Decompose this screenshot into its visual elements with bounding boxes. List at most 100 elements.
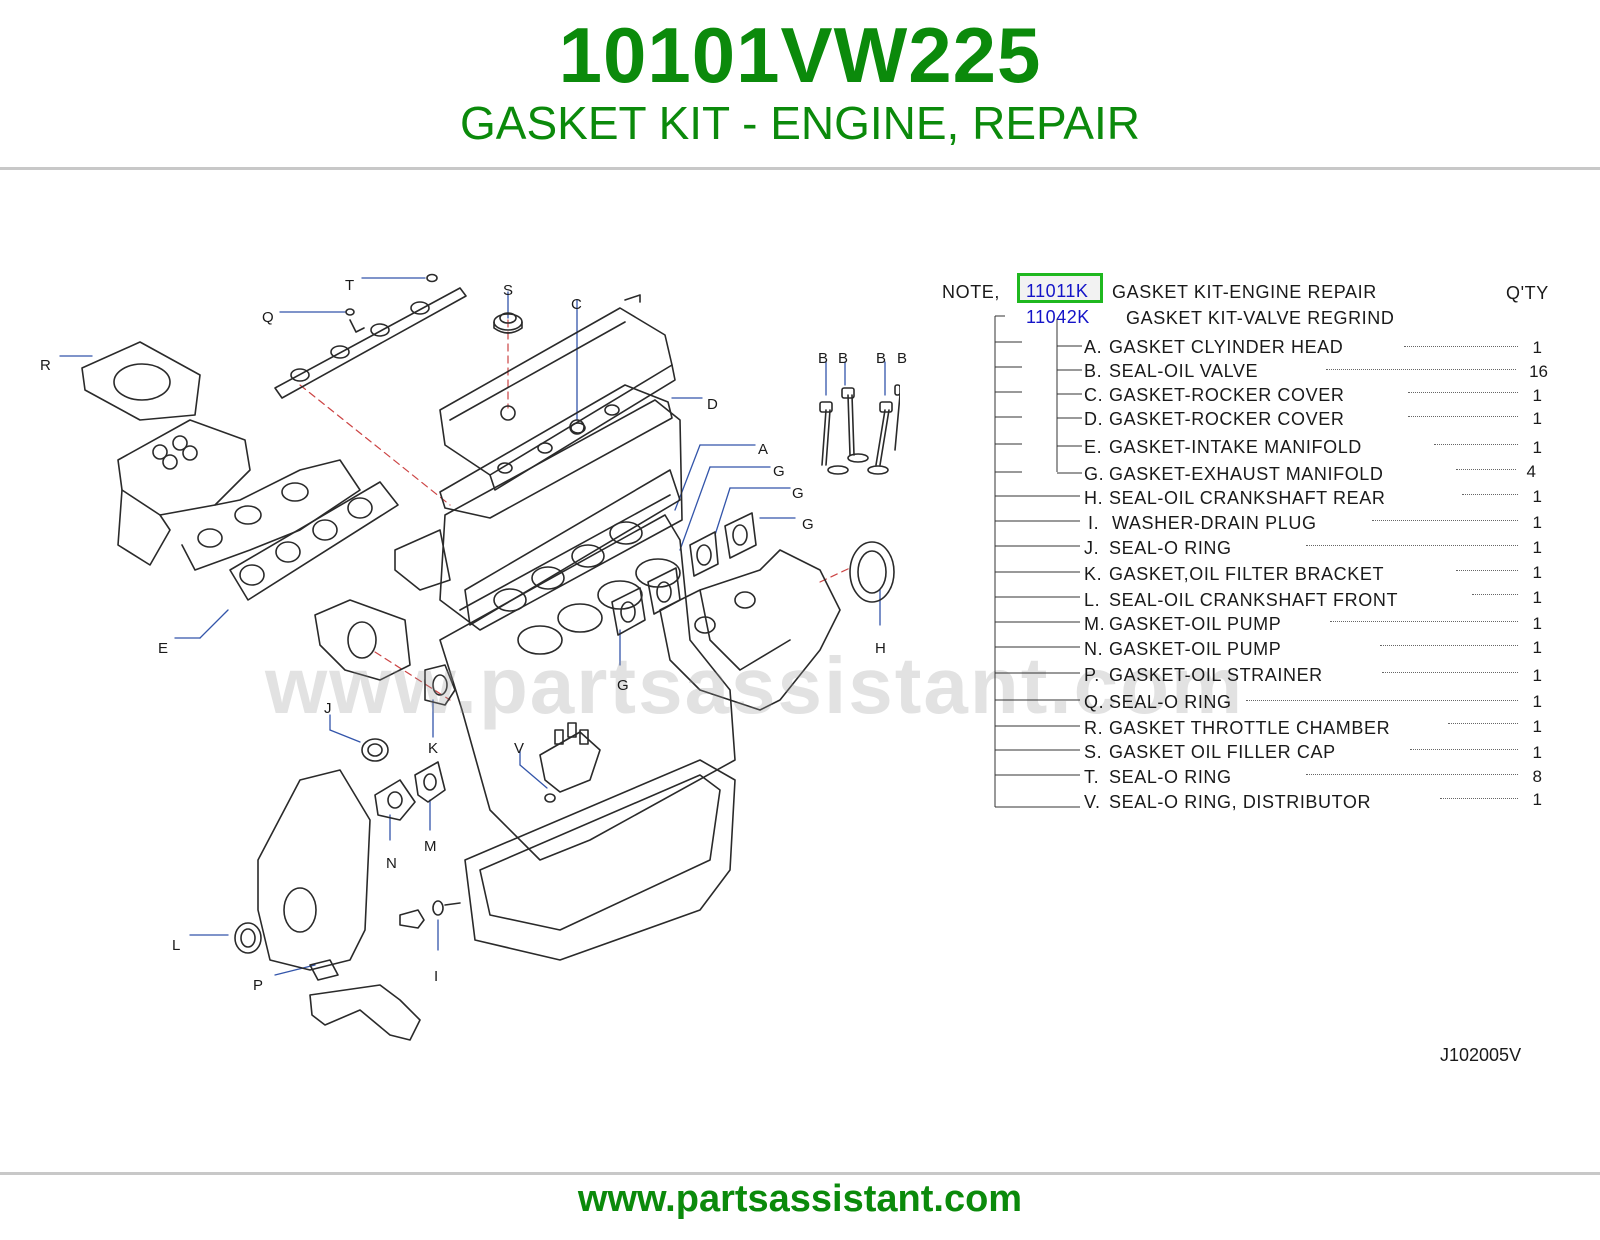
item-dots-k <box>1456 570 1518 572</box>
item-name-l: SEAL-OIL CRANKSHAFT FRONT <box>1109 590 1399 610</box>
item-qty-m: 1 <box>1532 614 1542 633</box>
page-header: 10101VW225 GASKET KIT - ENGINE, REPAIR <box>0 0 1600 168</box>
callout-g1: G <box>773 463 785 480</box>
item-dots-r <box>1448 723 1518 725</box>
callout-a: A <box>758 441 769 458</box>
item-letter-p: P. <box>1084 665 1100 685</box>
item-letter-n: N. <box>1084 639 1104 659</box>
item-qty-d: 1 <box>1532 409 1542 428</box>
item-letter-g: G. <box>1084 464 1105 484</box>
front-cover <box>257 769 371 971</box>
throttle-gasket <box>81 341 201 421</box>
exhaust-manifold <box>659 549 841 711</box>
item-qty-i: 1 <box>1532 513 1542 532</box>
item-letter-m: M. <box>1084 614 1106 634</box>
item-qty-q: 1 <box>1532 692 1542 711</box>
callout-i: I <box>434 968 439 985</box>
footer-url[interactable]: www.partsassistant.com <box>577 1178 1023 1220</box>
drain-plug <box>399 900 461 929</box>
item-name-t: SEAL-O RING <box>1109 767 1232 787</box>
o-ring-j <box>361 738 389 762</box>
footer-divider <box>0 1172 1600 1175</box>
item-name-c: GASKET-ROCKER COVER <box>1109 385 1345 405</box>
camshaft <box>274 273 467 399</box>
item-letter-t: T. <box>1084 767 1100 787</box>
callout-t: T <box>345 277 355 294</box>
item-letter-i: I. <box>1088 513 1100 533</box>
item-qty-c: 1 <box>1532 386 1542 405</box>
item-dots-t <box>1306 774 1518 776</box>
cylinder-head <box>439 399 683 631</box>
item-qty-a: 1 <box>1532 338 1542 357</box>
callout-c: C <box>571 296 582 313</box>
callout-b4: B <box>897 350 908 367</box>
oil-strainer <box>309 959 421 1041</box>
kit-code-sub[interactable]: 11042K <box>1026 307 1090 327</box>
callout-k: K <box>428 740 439 757</box>
part-number: 10101VW225 <box>558 11 1042 99</box>
item-dots-q <box>1246 700 1518 702</box>
item-letter-v: V. <box>1084 792 1101 812</box>
rocker-gasket <box>439 384 673 519</box>
callout-h: H <box>875 640 886 657</box>
callout-b3: B <box>876 350 887 367</box>
item-name-v: SEAL-O RING, DISTRIBUTOR <box>1109 792 1372 812</box>
callout-g4: G <box>617 677 629 694</box>
item-dots-m <box>1330 621 1518 623</box>
item-dots-s <box>1410 749 1518 751</box>
item-letter-d: D. <box>1084 409 1104 429</box>
distributor <box>539 722 601 803</box>
callout-g3: G <box>802 516 814 533</box>
item-qty-s: 1 <box>1532 743 1542 762</box>
item-dots-b <box>1326 369 1516 371</box>
callout-e: E <box>158 640 169 657</box>
item-name-j: SEAL-O RING <box>1109 538 1232 558</box>
item-qty-n: 1 <box>1532 638 1542 657</box>
item-name-n: GASKET-OIL PUMP <box>1109 639 1282 659</box>
item-name-a: GASKET CLYINDER HEAD <box>1109 337 1344 357</box>
callout-b2: B <box>838 350 849 367</box>
callout-j: J <box>324 700 332 717</box>
oil-pan <box>464 759 736 961</box>
qty-header: Q'TY <box>1506 283 1549 303</box>
item-qty-g: 4 <box>1526 462 1536 481</box>
callout-g2: G <box>792 485 804 502</box>
filler-cap-seal <box>493 312 523 334</box>
item-dots-g <box>1456 469 1516 471</box>
item-name-k: GASKET,OIL FILTER BRACKET <box>1109 564 1385 584</box>
item-dots-n <box>1380 645 1518 647</box>
item-dots-d <box>1408 416 1518 418</box>
item-name-b: SEAL-OIL VALVE <box>1109 361 1259 381</box>
rear-crank-seal <box>849 541 895 603</box>
item-dots-p <box>1382 672 1518 674</box>
item-qty-r: 1 <box>1532 717 1542 736</box>
header-divider <box>0 167 1600 170</box>
callout-p: P <box>253 977 264 994</box>
front-crank-seal <box>234 922 262 954</box>
item-name-i: WASHER-DRAIN PLUG <box>1112 513 1317 533</box>
item-qty-v: 1 <box>1532 790 1542 809</box>
leader-lines <box>59 277 886 976</box>
note-label: NOTE, <box>942 282 1001 302</box>
item-letter-b: B. <box>1084 361 1103 381</box>
item-qty-j: 1 <box>1532 538 1542 557</box>
item-letter-a: A. <box>1084 337 1103 357</box>
kit-name-sub: GASKET KIT-VALVE REGRIND <box>1126 308 1395 328</box>
item-letter-k: K. <box>1084 564 1103 584</box>
kit-name-main: GASKET KIT-ENGINE REPAIR <box>1112 282 1377 302</box>
callout-b1: B <box>818 350 829 367</box>
item-name-p: GASKET-OIL STRAINER <box>1109 665 1323 685</box>
item-qty-k: 1 <box>1532 563 1542 582</box>
item-qty-b: 16 <box>1529 362 1548 381</box>
kit-code-main[interactable]: 11011K <box>1026 281 1089 301</box>
item-qty-h: 1 <box>1532 487 1542 506</box>
item-letter-l: L. <box>1084 590 1101 610</box>
diagram-id: J102005V <box>1440 1045 1522 1065</box>
item-dots-i <box>1372 520 1518 522</box>
item-qty-l: 1 <box>1532 588 1542 607</box>
oil-filter-bracket <box>314 599 456 706</box>
watermark: www.partsassistant.com <box>265 641 1245 730</box>
item-letter-s: S. <box>1084 742 1103 762</box>
item-dots-a <box>1404 346 1518 348</box>
